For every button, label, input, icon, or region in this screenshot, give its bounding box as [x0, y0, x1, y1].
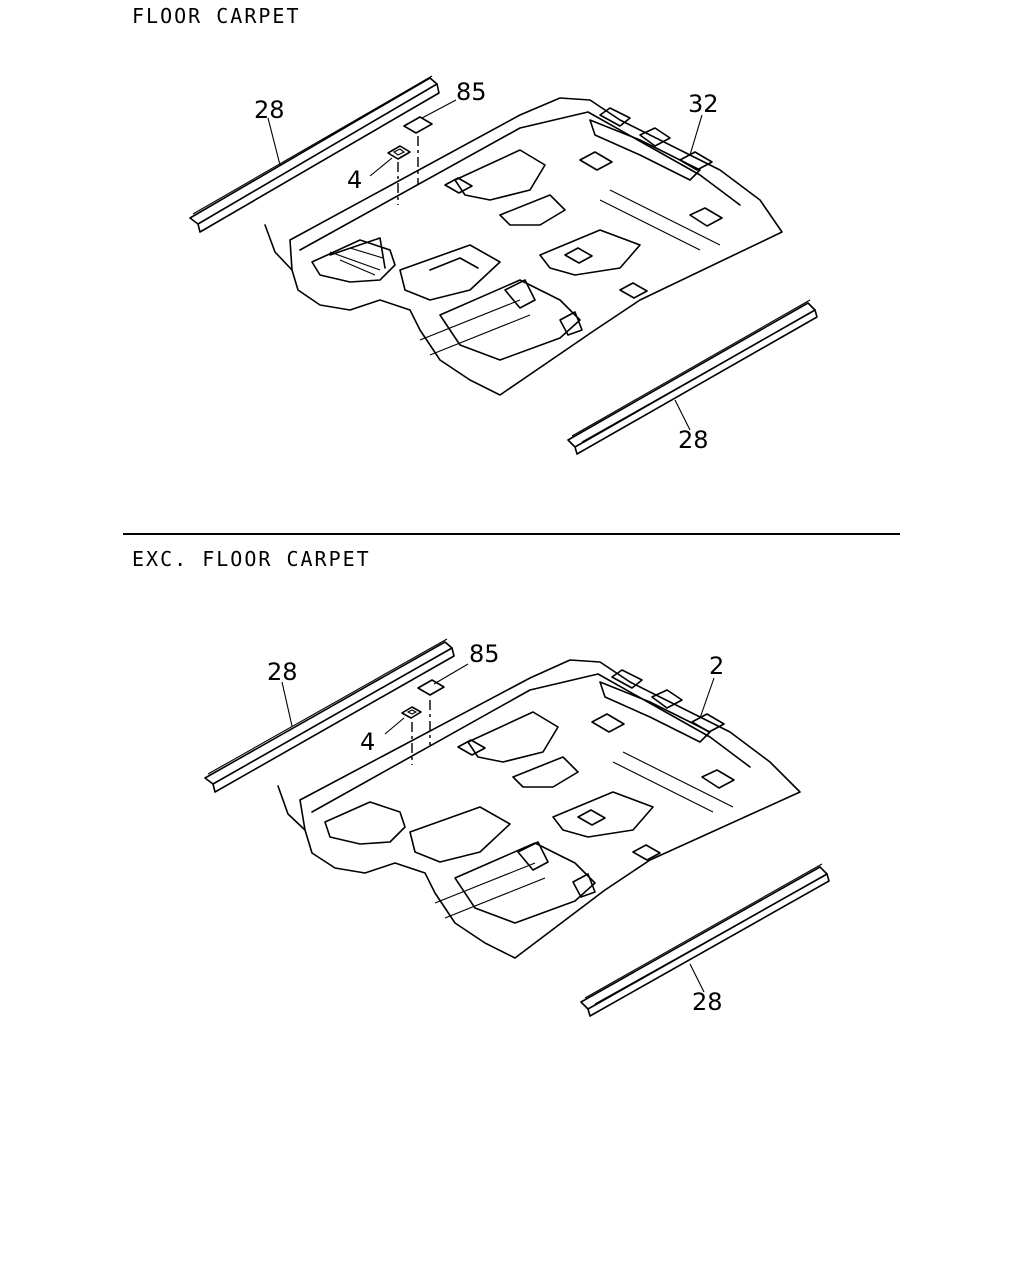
clip-part — [401, 706, 422, 719]
clip-part — [387, 145, 411, 160]
floor-panel-body — [277, 659, 801, 959]
callout-carpet: 2 — [709, 652, 724, 680]
exc-floor-carpet-diagram: 28 85 4 2 28 — [204, 638, 830, 1017]
callout-rail-left: 28 — [267, 658, 298, 686]
plug-part — [403, 116, 433, 134]
side-rail-right — [580, 863, 830, 1017]
floor-carpet-body — [264, 97, 783, 396]
callout-carpet: 32 — [688, 90, 719, 118]
callout-rail-right: 28 — [678, 426, 709, 454]
callout-rail-right: 28 — [692, 988, 723, 1016]
callout-rail-left: 28 — [254, 96, 285, 124]
side-rail-left — [204, 638, 455, 793]
side-rail-left — [189, 75, 440, 233]
callout-plug: 85 — [456, 78, 487, 106]
callout-clip: 4 — [347, 166, 362, 194]
callout-clip: 4 — [360, 728, 375, 756]
callout-plug: 85 — [469, 640, 500, 668]
section-title-floor-carpet: FLOOR CARPET — [132, 4, 301, 28]
side-rail-right — [567, 299, 818, 455]
section-divider — [123, 533, 900, 535]
section-title-exc-floor-carpet: EXC. FLOOR CARPET — [132, 547, 371, 571]
floor-carpet-diagram: 28 85 4 32 28 — [189, 75, 818, 455]
plug-part — [417, 679, 445, 696]
